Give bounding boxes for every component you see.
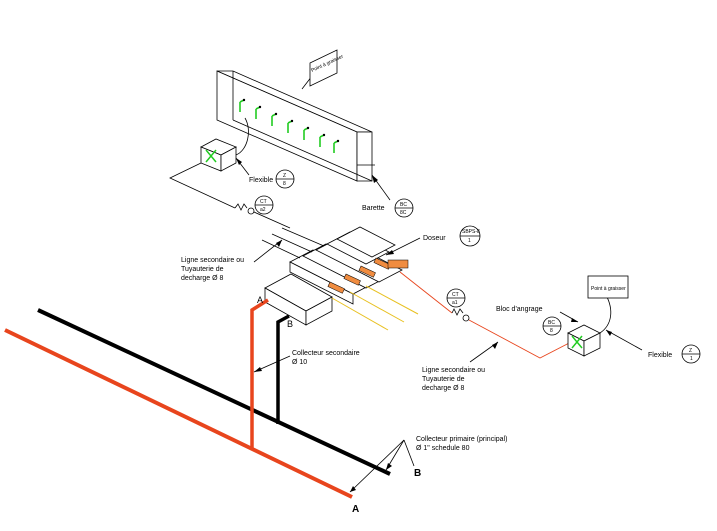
collecteur-prim-line2: Ø 1" schedule 80 (416, 445, 470, 452)
ligne-left: Ligne secondaire ou Tuyauterie de dechar… (181, 239, 283, 282)
manifold-nozzles (239, 98, 340, 153)
collecteur-primaire: Collecteur primaire (principal) Ø 1" sch… (349, 436, 507, 493)
manifold-box (216, 70, 375, 182)
barette-tag-top: BC (400, 202, 407, 208)
flexible-right: Flexible Z 1 (605, 329, 701, 364)
bloc-angrage: Bloc d'angrage BC 8 (496, 294, 612, 357)
collecteur-prim-line1: Collecteur primaire (principal) (416, 436, 507, 443)
ct-right-tag-top: CT (452, 292, 459, 298)
ct-right-tag-bottom: a1 (452, 300, 458, 306)
ligne-left-line3: decharge Ø 8 (181, 275, 224, 282)
flexible-right-tag-top: Z (689, 348, 692, 354)
yellow-tubes (331, 285, 419, 331)
collecteur-sec-line2: Ø 10 (292, 359, 307, 366)
flexible-top-tag-bottom: 8 (283, 181, 286, 187)
flexible-top-tag-top: Z (283, 173, 286, 179)
grease-point-right: Point à graisser (587, 275, 629, 299)
barette-label: Barette (362, 205, 385, 212)
ligne-left-line2: Tuyauterie de (181, 266, 224, 273)
doseur-label-group: Doseur SBPS-8 1 (385, 225, 481, 256)
grease-point-right-label: Point à graisser (591, 286, 626, 292)
barette-tag-bottom: 8C (400, 210, 407, 216)
cube-left (200, 117, 249, 172)
flexible-top-label: Flexible (249, 177, 273, 184)
barette: Barette BC 8C (362, 174, 414, 218)
doseur-label: Doseur (423, 235, 446, 242)
flexible-right-label: Flexible (648, 352, 672, 359)
grease-point-top: Point à graisser (301, 49, 345, 90)
ligne-right-line2: Tuyauterie de (422, 376, 465, 383)
doseur-tag-top: SBPS-8 (462, 229, 480, 235)
label-a-bottom: A (352, 504, 359, 515)
label-b-bottom: B (414, 468, 421, 479)
collecteur-sec-line1: Collecteur secondaire (292, 350, 360, 357)
flexible-right-tag-bottom: 1 (690, 356, 693, 362)
primary-collector-pipes (4, 298, 391, 499)
left-supply-line: CT a2 (169, 162, 291, 229)
doseur-tag-bottom: 1 (468, 238, 471, 244)
bloc-tag-bottom: 8 (550, 328, 553, 334)
doseur-block (261, 226, 409, 326)
ligne-right-line1: Ligne secondaire ou (422, 367, 485, 374)
bloc-tag-top: BC (548, 320, 555, 326)
ct-left-tag-top: CT (260, 199, 267, 205)
ligne-right-line3: decharge Ø 8 (422, 385, 465, 392)
collecteur-secondaire: Collecteur secondaire Ø 10 (253, 350, 360, 373)
ligne-left-line1: Ligne secondaire ou (181, 257, 244, 264)
label-b-top: B (287, 319, 293, 329)
bloc-label: Bloc d'angrage (496, 306, 543, 313)
label-a-top: A (257, 295, 263, 305)
right-secondary-line: CT a1 Ligne secondaire ou Tuyauterie de … (399, 271, 576, 392)
flexible-top: Flexible Z 8 (235, 157, 295, 189)
ct-left-tag-bottom: a2 (260, 207, 266, 213)
